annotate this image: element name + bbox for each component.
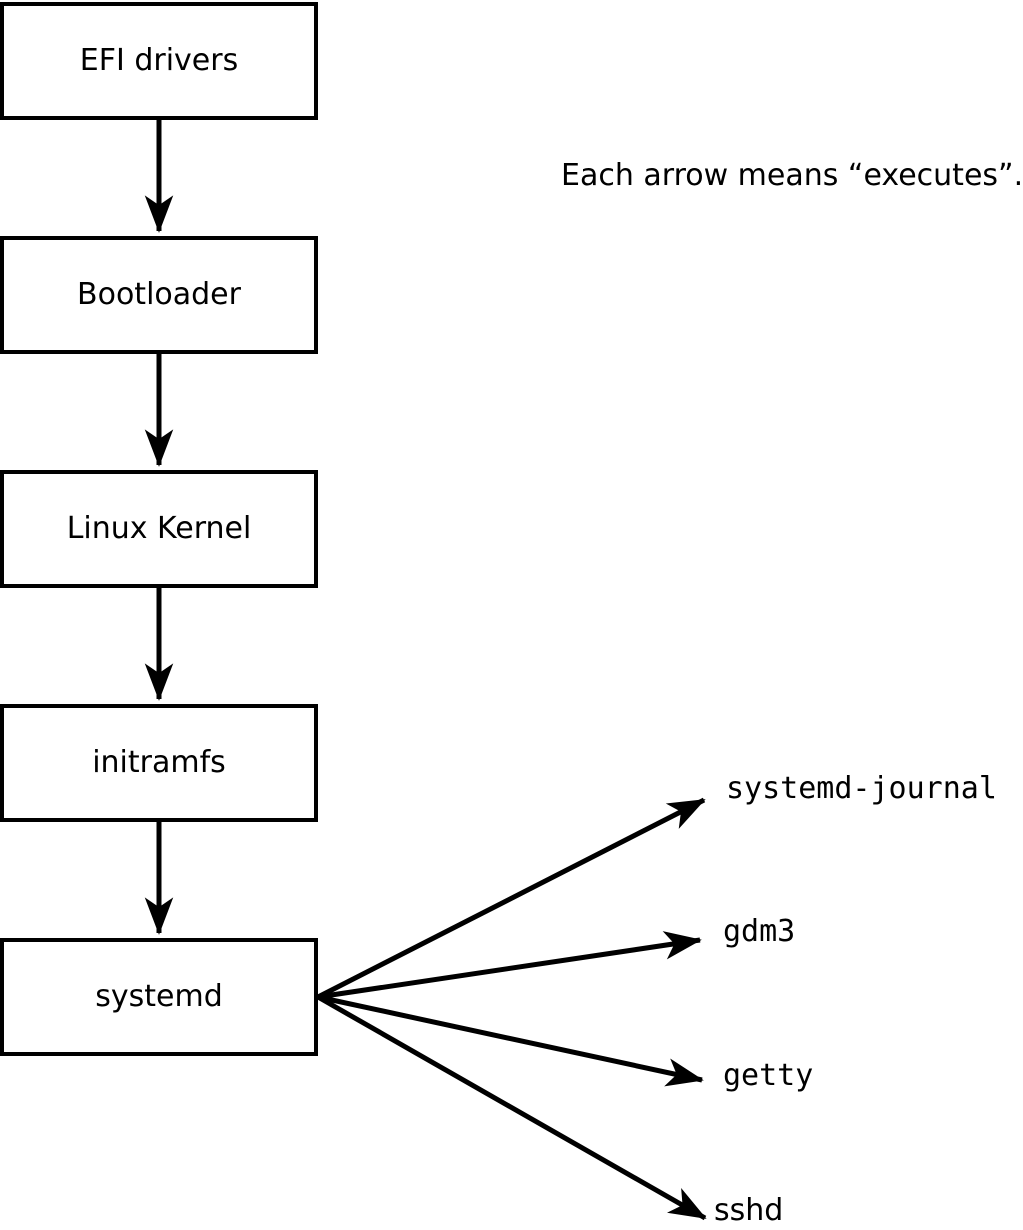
process-label-systemd-journal: systemd-journal <box>726 771 997 806</box>
arrow-systemd-to-getty <box>317 994 704 1087</box>
process-label-gdm3: gdm3 <box>723 914 796 949</box>
box-systemd-label: systemd <box>95 979 223 1014</box>
box-bootloader: Bootloader <box>0 236 318 354</box>
box-linux-kernel-label: Linux Kernel <box>66 511 252 546</box>
arrow-systemd-to-gdm3 <box>317 931 702 1000</box>
box-bootloader-label: Bootloader <box>77 277 241 312</box>
arrow-systemd-to-systemd-journal <box>316 797 706 1000</box>
arrow-systemd-to-sshd <box>316 994 707 1221</box>
box-initramfs: initramfs <box>0 704 318 822</box>
process-label-getty: getty <box>723 1058 814 1093</box>
box-initramfs-label: initramfs <box>92 745 226 780</box>
box-efi-drivers-label: EFI drivers <box>79 43 239 78</box>
box-systemd: systemd <box>0 938 318 1056</box>
box-efi-drivers: EFI drivers <box>0 2 318 120</box>
arrow-meaning-note: Each arrow means “executes”. <box>561 158 1023 193</box>
process-label-sshd: sshd <box>714 1193 784 1228</box>
box-linux-kernel: Linux Kernel <box>0 470 318 588</box>
